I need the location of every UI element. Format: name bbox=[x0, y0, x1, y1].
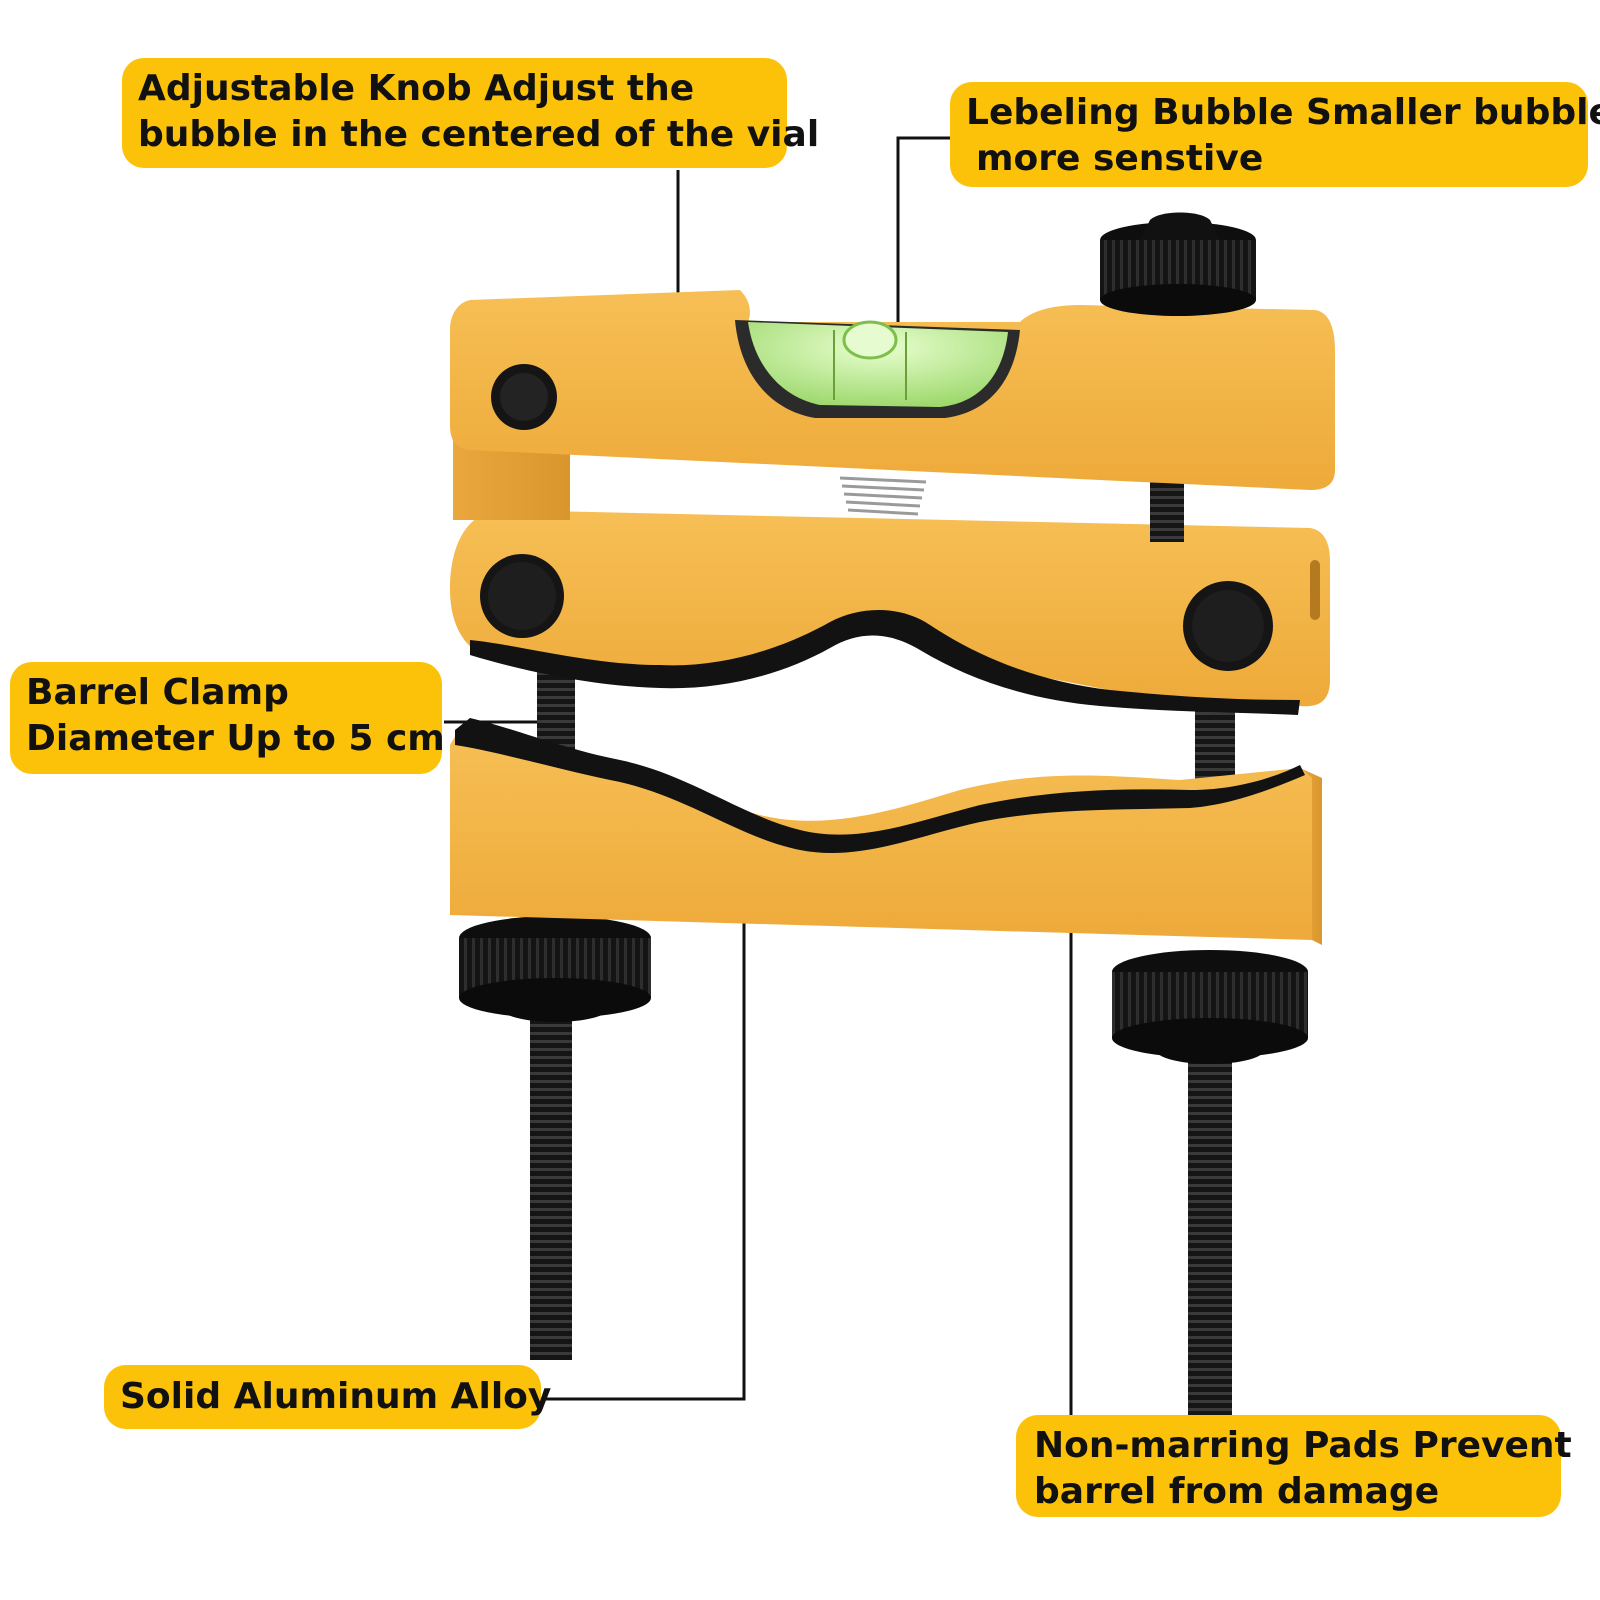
lower-knob-left bbox=[459, 916, 651, 1022]
hinge-post bbox=[453, 440, 570, 520]
callout-non-marring-pads: Non-marring Pads Prevent barrel from dam… bbox=[1016, 1415, 1572, 1517]
callout-text: Diameter Up to 5 cm bbox=[26, 718, 445, 759]
callout-text: Solid Aluminum Alloy bbox=[120, 1376, 552, 1417]
callout-text: Lebeling Bubble Smaller bubble bbox=[966, 92, 1600, 133]
top-adjust-knob bbox=[1100, 212, 1256, 316]
callout-adjustable-knob: Adjustable Knob Adjust the bubble in the… bbox=[122, 58, 820, 168]
callout-text: Barrel Clamp bbox=[26, 672, 289, 713]
callout-text: Non-marring Pads Prevent bbox=[1034, 1425, 1572, 1466]
callout-barrel-clamp: Barrel Clamp Diameter Up to 5 cm bbox=[10, 662, 445, 774]
bubble-vial bbox=[748, 322, 1008, 407]
threaded-rod-left-lower bbox=[530, 1000, 572, 1360]
spring bbox=[839, 476, 927, 516]
callout-text: more senstive bbox=[976, 138, 1264, 179]
callout-text: bubble in the centered of the vial bbox=[138, 114, 820, 155]
bottom-jaw bbox=[450, 718, 1322, 945]
middle-jaw bbox=[450, 510, 1330, 715]
lower-knob-right bbox=[1112, 950, 1308, 1064]
threaded-rod-right-lower bbox=[1188, 1040, 1232, 1415]
top-level-block bbox=[450, 290, 1335, 490]
callout-leveling-bubble: Lebeling Bubble Smaller bubble more sens… bbox=[950, 82, 1600, 187]
callout-text: barrel from damage bbox=[1034, 1471, 1440, 1512]
callout-text: Adjustable Knob Adjust the bbox=[138, 68, 695, 109]
callout-aluminum-alloy: Solid Aluminum Alloy bbox=[104, 1365, 552, 1429]
level-bubble bbox=[842, 320, 898, 360]
